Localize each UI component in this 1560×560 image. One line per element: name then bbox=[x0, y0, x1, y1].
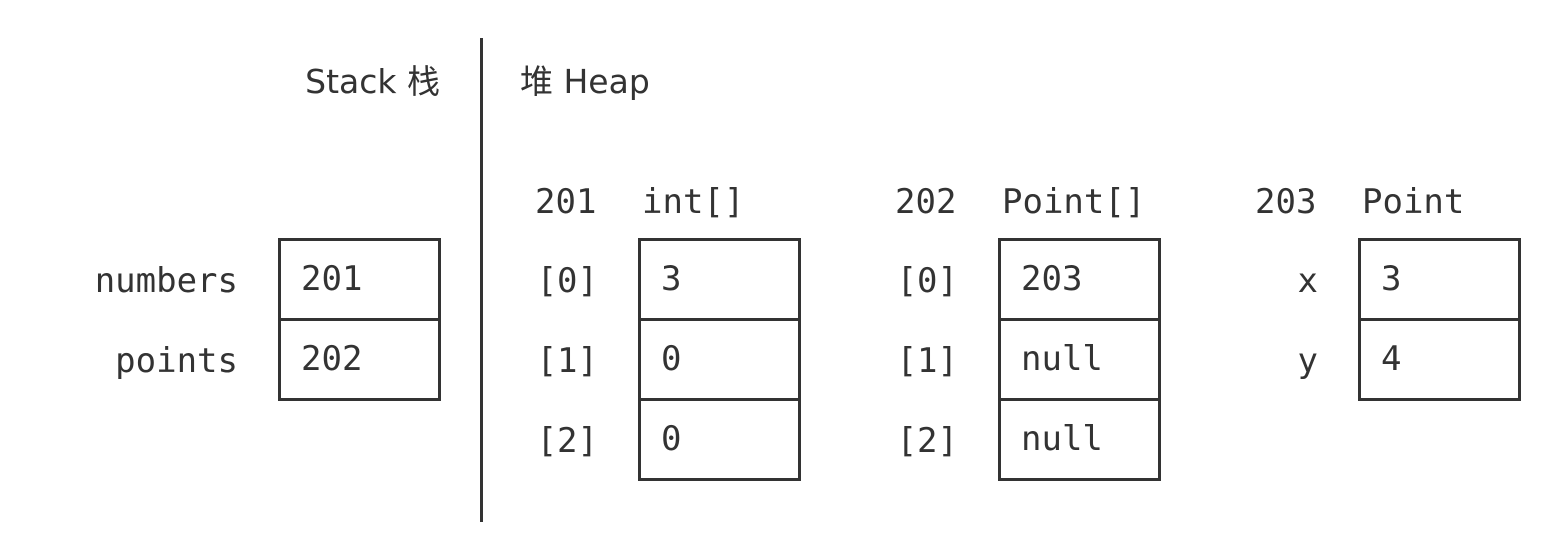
heap-field-value: 3 bbox=[638, 238, 801, 321]
heap-field-key: x bbox=[1297, 261, 1318, 301]
heap-field-value: 203 bbox=[998, 238, 1161, 321]
heap-field-key: y bbox=[1297, 341, 1318, 381]
stack-variable-value: 202 bbox=[278, 318, 441, 401]
stack-variable-value: 201 bbox=[278, 238, 441, 321]
heap-field-value: 3 bbox=[1358, 238, 1521, 321]
heap-object-address: 201 bbox=[535, 182, 597, 222]
heap-object-type: int[] bbox=[642, 182, 745, 222]
stack-variable-name: points bbox=[115, 341, 238, 381]
heap-field-value: 4 bbox=[1358, 318, 1521, 401]
stack-title: Stack 栈 bbox=[305, 62, 440, 101]
heap-field-value: null bbox=[998, 318, 1161, 401]
heap-field-value: null bbox=[998, 398, 1161, 481]
heap-field-value: 0 bbox=[638, 318, 801, 401]
heap-title: 堆 Heap bbox=[520, 62, 650, 101]
heap-object-type: Point bbox=[1362, 182, 1465, 222]
heap-object-type: Point[] bbox=[1002, 182, 1146, 222]
stack-variable-name: numbers bbox=[94, 261, 238, 301]
stack-heap-divider bbox=[480, 38, 483, 522]
heap-field-key: [2] bbox=[896, 421, 958, 461]
heap-field-key: [1] bbox=[896, 341, 958, 381]
heap-field-value: 0 bbox=[638, 398, 801, 481]
heap-object-address: 202 bbox=[895, 182, 957, 222]
heap-object-address: 203 bbox=[1255, 182, 1317, 222]
heap-field-key: [0] bbox=[896, 261, 958, 301]
heap-field-key: [2] bbox=[536, 421, 598, 461]
heap-field-key: [1] bbox=[536, 341, 598, 381]
heap-field-key: [0] bbox=[536, 261, 598, 301]
